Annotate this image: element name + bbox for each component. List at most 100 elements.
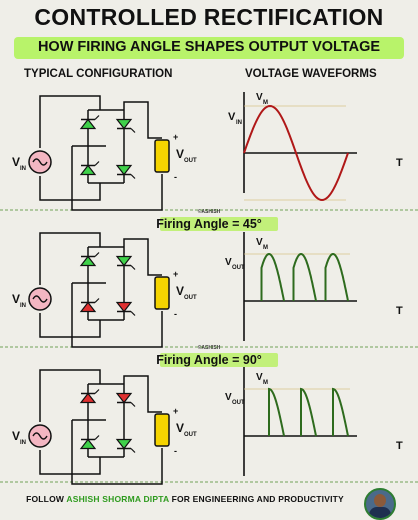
page-subtitle: HOW FIRING ANGLE SHAPES OUTPUT VOLTAGE <box>37 39 381 55</box>
wire-load-top <box>123 238 162 276</box>
load-resistor <box>154 276 170 310</box>
t-label-2: T <box>396 305 403 317</box>
thyristor-3-gate <box>94 435 100 440</box>
minus-label: - <box>174 172 177 182</box>
vout-label: V <box>176 147 184 161</box>
thyristor-4-gate <box>130 311 136 316</box>
wire-load-bottom <box>71 146 163 211</box>
vin-axis-label: V <box>228 111 236 123</box>
vout-axis-sub-3: OUT <box>232 400 245 406</box>
page-title: CONTROLLED RECTIFICATION <box>34 4 384 30</box>
vout-axis-label-2: V <box>225 257 232 268</box>
thyristor-2-body <box>115 255 133 267</box>
firing-90-highlight <box>160 353 278 367</box>
thyristor-3-body <box>79 301 97 313</box>
thyristor-1-body <box>79 118 97 130</box>
thyristor-2-gate <box>130 402 136 407</box>
thyristor-3 <box>79 161 100 176</box>
thyristor-4 <box>115 438 136 453</box>
wire-bottom <box>39 313 101 338</box>
thyristor-1 <box>79 252 100 267</box>
minus-label: - <box>174 309 177 319</box>
vin-series-line <box>243 104 349 202</box>
footer-suffix: FOR ENGINEERING AND PRODUCTIVITY <box>169 494 344 504</box>
footer-author: ASHISH SHORMA DIPTA <box>66 494 170 504</box>
thyristor-3-body <box>79 438 97 450</box>
vout-pulse-2-3 <box>324 252 349 302</box>
vm-sub-2: M <box>263 245 268 251</box>
vout-pulse-2-2 <box>292 252 317 302</box>
vout-pulse-3-3 <box>332 387 349 437</box>
firing-angle-90-label: Firing Angle = 90° <box>156 353 262 367</box>
vout-pulse-2-1 <box>260 252 285 302</box>
wire-bottom <box>39 450 101 475</box>
vout-label: V <box>176 284 184 298</box>
sine-symbol <box>32 432 48 440</box>
vin-label: V <box>12 292 20 306</box>
thyristor-2-gate <box>130 265 136 270</box>
sine-symbol <box>32 158 48 166</box>
thyristor-1 <box>79 389 100 404</box>
plus-label: + <box>173 269 178 279</box>
author-avatar <box>364 488 396 520</box>
wire-load-top <box>123 101 162 139</box>
thyristor-1-body <box>79 255 97 267</box>
thyristor-1-gate <box>94 115 100 120</box>
vin-axis-sub: IN <box>236 120 242 126</box>
thyristor-1-gate <box>94 252 100 257</box>
thyristor-4-body <box>115 438 133 450</box>
wire-load-top <box>123 375 162 413</box>
vin-sub-label: IN <box>20 166 26 172</box>
thyristor-3-body <box>79 164 97 176</box>
vout-label: V <box>176 421 184 435</box>
t-label: T <box>396 157 403 169</box>
thyristor-3 <box>79 298 100 313</box>
wire-top <box>39 232 101 285</box>
thyristor-2 <box>115 118 136 133</box>
thyristor-4 <box>115 164 136 179</box>
thyristor-3 <box>79 435 100 450</box>
vout-sub-label: OUT <box>184 295 197 301</box>
thyristor-2-body <box>115 392 133 404</box>
thyristor-2-body <box>115 118 133 130</box>
plus-label: + <box>173 132 178 142</box>
firing-angle-45-label: Firing Angle = 45° <box>156 217 262 231</box>
thyristor-2-gate <box>130 128 136 133</box>
wire-top <box>39 95 101 148</box>
thyristor-1-body <box>79 392 97 404</box>
vout-axis-label-3: V <box>225 392 232 403</box>
vout-pulse-3-1 <box>268 387 285 437</box>
thyristor-4-body <box>115 164 133 176</box>
minus-label: - <box>174 446 177 456</box>
wire-load-bottom <box>71 420 163 485</box>
wire-top <box>39 369 101 422</box>
thyristor-4-body <box>115 301 133 313</box>
vin-label: V <box>12 429 20 443</box>
firing-45-highlight <box>160 217 278 231</box>
thyristor-1 <box>79 115 100 130</box>
vm-label-3: V <box>256 372 263 383</box>
sine-symbol <box>32 295 48 303</box>
subtitle-highlight <box>14 37 404 59</box>
thyristor-2 <box>115 392 136 407</box>
thyristor-3-gate <box>94 298 100 303</box>
footer-prefix: FOLLOW <box>26 494 67 504</box>
vm-sub: M <box>263 100 268 106</box>
plus-label: + <box>173 406 178 416</box>
t-label-3: T <box>396 440 403 452</box>
thyristor-4-gate <box>130 448 136 453</box>
vin-sub-label: IN <box>20 303 26 309</box>
vout-pulse-3-2 <box>300 387 317 437</box>
vm-label-2: V <box>256 237 263 248</box>
vin-label: V <box>12 155 20 169</box>
vout-axis-sub-2: OUT <box>232 265 245 271</box>
thyristor-4-gate <box>130 174 136 179</box>
load-resistor <box>154 413 170 447</box>
